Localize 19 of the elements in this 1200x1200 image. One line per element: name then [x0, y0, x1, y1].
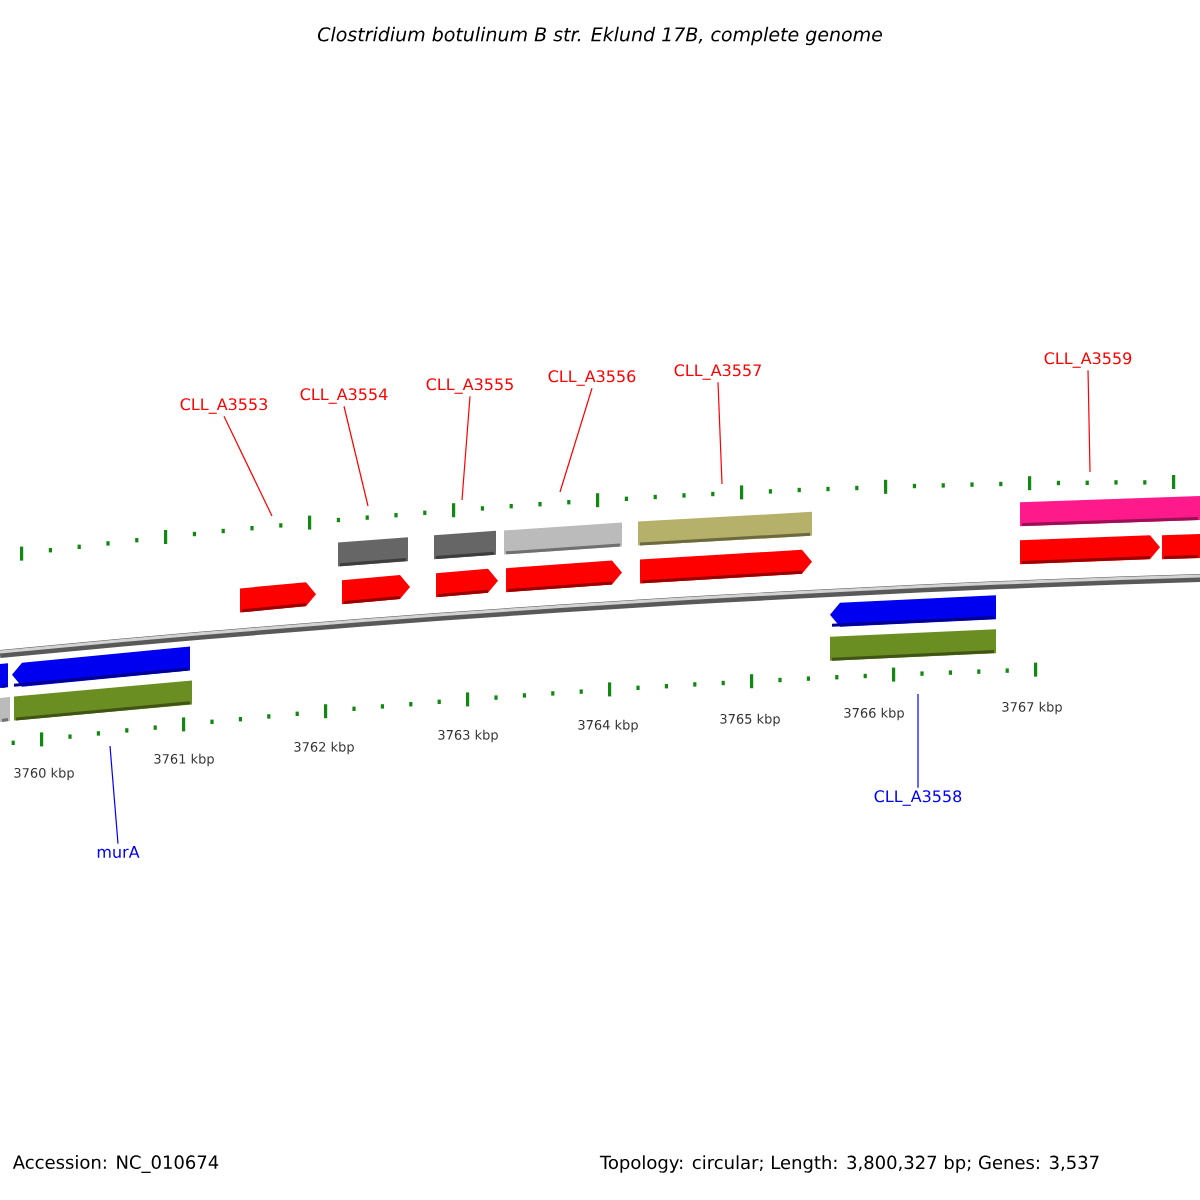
gene-label: CLL_A3558	[874, 790, 962, 806]
leader-line	[343, 405, 369, 507]
leader-line	[109, 745, 119, 845]
info-text: Topology: circular; Length: 3,800,327 bp; Genes: 3,537	[599, 1155, 1099, 1173]
leader-line	[717, 381, 723, 485]
gene-label: CLL_A3556	[548, 370, 636, 386]
leader-line	[1087, 369, 1091, 473]
gene-label: CLL_A3554	[300, 388, 388, 404]
leader-line	[461, 395, 471, 501]
gene-label: CLL_A3557	[674, 364, 761, 380]
leader-line	[559, 387, 593, 493]
gene-label: CLL_A3555	[426, 378, 513, 394]
title: Clostridium botulinum B str. Eklund 17B, complete genome	[317, 26, 883, 46]
leader-line	[917, 693, 919, 789]
leader-line	[223, 415, 273, 517]
gene-label: murA	[97, 846, 140, 858]
info-text: Accession: NC_010674	[12, 1155, 219, 1173]
gene-label: CLL_A3553	[180, 398, 268, 414]
gene-label: CLL_A3559	[1044, 352, 1132, 368]
